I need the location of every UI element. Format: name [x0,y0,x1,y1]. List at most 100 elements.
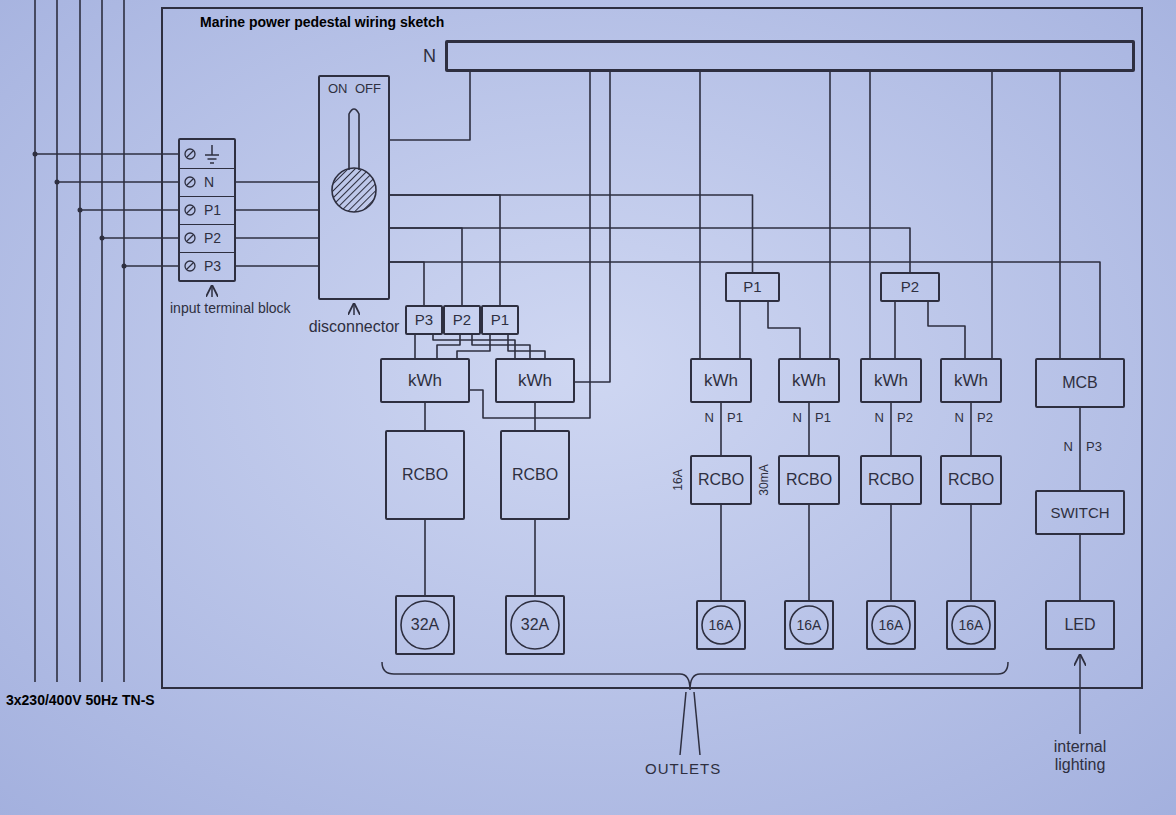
box-label: 16A [879,617,904,633]
box-label: P3 [204,258,221,274]
terminal: P1 [180,196,234,224]
wire-connector [390,262,1100,358]
callout-arrow [353,304,355,315]
outlet-socket: 16A [866,600,916,650]
terminal-screw [187,207,193,213]
box-label: kWh [792,371,826,391]
supply-tap [124,265,178,267]
socket-circle [790,606,828,644]
callout-arrows [212,286,1080,734]
wire-connector [390,228,910,272]
supply-tap [80,209,178,211]
phase-busbar: P2 [443,305,481,335]
box-label: P1 [204,202,221,218]
supply-line [101,0,103,682]
wire-connector [1059,72,1061,358]
terminal: N [180,168,234,196]
phase-splitter: P2 [880,272,940,302]
junction-dot [55,180,60,185]
wire-label: N [705,411,714,426]
wire-connector [390,195,500,305]
wire-connector [768,302,800,358]
box-label: P2 [901,278,919,295]
outlets-bracket [382,662,1008,755]
phase-splitter: P1 [725,272,780,302]
junction-dot [33,152,38,157]
wire-label: P1 [727,411,743,426]
supply-line [123,0,125,682]
wire-connector [808,505,810,600]
terminal: P3 [180,252,234,280]
box-label: P1 [491,311,509,328]
box-label: P2 [453,311,471,328]
box-label: SWITCH [1050,504,1109,521]
neutral-bar: N [445,40,1135,72]
terminal-screw [185,177,195,187]
energy-meter: kWh [690,358,752,403]
phase-busbar: P1 [481,305,519,335]
wire-connector [470,72,590,418]
group-label: OUTLETS [645,760,721,777]
wire-connector [390,72,470,140]
wire-label: P3 [1086,440,1102,455]
wire-connector [970,505,972,600]
outlet-socket: 32A [505,595,565,655]
part-label: input terminal block [170,300,291,316]
rating-note: 30mA [758,464,772,495]
callout-arrow [1079,655,1081,734]
wire-label: P2 [977,411,993,426]
wire-connector [508,335,545,358]
supply-tap [57,181,178,183]
outlet-socket: 16A [946,600,996,650]
part-label: OFF [355,82,381,97]
wire-connector [534,403,536,430]
wire-connector [808,403,810,455]
energy-meter: kWh [940,358,1002,403]
socket-circle [702,606,740,644]
socket-circle [401,601,449,649]
ground-symbol [211,145,213,155]
wire-label: N [1064,440,1073,455]
terminal: P2 [180,224,234,252]
wire-connector [720,403,722,455]
wire-connector [433,335,515,358]
rcbo-breaker: RCBO [860,455,922,505]
bracket-leader [694,692,700,755]
light-switch: SWITCH [1035,490,1125,535]
supply-line [34,0,36,682]
terminal-screw [185,261,195,271]
wire-label: N [875,411,884,426]
rcbo-breaker: RCBO [690,455,752,505]
supply-lines [35,0,178,682]
ground-symbol [205,154,219,156]
wire-label: P1 [815,411,831,426]
box-label: 16A [709,617,734,633]
rating-note: 16A [672,469,686,490]
callout-arrow [211,286,213,297]
wire-connector [234,237,318,239]
box-label: P3 [415,311,433,328]
box-label: LED [1064,616,1095,634]
energy-meter: kWh [860,358,922,403]
wire-label: N [955,411,964,426]
terminal-screw [187,151,193,157]
wire-connector [739,302,741,358]
terminal-screw [187,179,193,185]
mcb-breaker: MCB [1035,358,1125,408]
wire-connector [390,262,424,305]
box-label: 16A [797,617,822,633]
box-label: MCB [1062,374,1098,392]
disconnector: ONOFFdisconnector [318,75,390,300]
wire-connector [1079,535,1081,600]
box-label: kWh [954,371,988,391]
part-label: disconnector [309,318,400,336]
box-label: kWh [874,371,908,391]
wire-connector [890,505,892,600]
energy-meter: kWh [778,358,840,403]
wire-connector [991,72,993,358]
handle-lever [349,109,359,170]
